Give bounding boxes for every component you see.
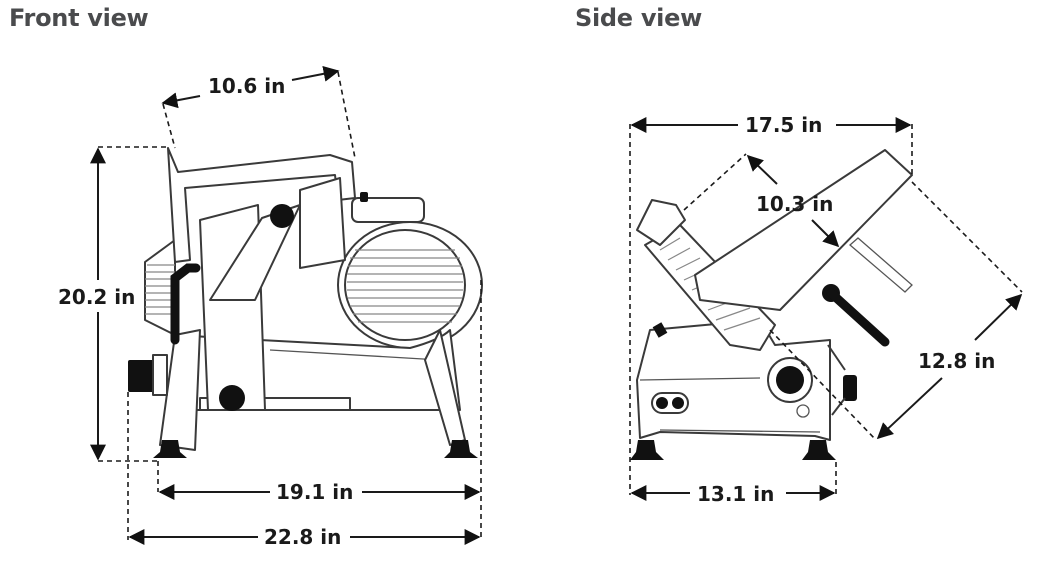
side-small-knob <box>843 375 857 401</box>
blade-disc <box>337 221 483 349</box>
side-view-drawing: 17.5 in 10.3 in 12.8 in 13.1 in <box>629 113 1023 506</box>
front-knob <box>219 204 294 411</box>
dim-base-depth: 13.1 in <box>697 482 774 506</box>
feet <box>153 440 478 458</box>
side-knob <box>128 360 156 392</box>
side-foot-right <box>802 440 836 460</box>
side-sharpener <box>636 199 686 246</box>
dim-overall-depth: 17.5 in <box>745 113 822 137</box>
side-foot-left <box>630 440 664 460</box>
dim-top-depth: 10.6 in <box>208 74 285 98</box>
thickness-knob <box>767 357 813 418</box>
front-view-drawing: 10.6 in 20.2 in 19.1 in 22.8 in <box>58 65 483 549</box>
dim-carriage-width: 10.3 in <box>756 192 833 216</box>
power-switch <box>651 392 689 414</box>
side-handle <box>822 284 890 347</box>
front-view-title: Front view <box>9 4 149 32</box>
carriage-tray <box>167 147 356 269</box>
carriage-handle <box>170 263 201 345</box>
sharpener <box>351 192 425 223</box>
dim-foot-width: 19.1 in <box>276 480 353 504</box>
carriage-column <box>199 204 301 411</box>
side-view-title: Side view <box>575 4 702 32</box>
dim-height: 20.2 in <box>58 285 135 309</box>
side-carriage-tray <box>694 149 913 311</box>
dim-carriage-length: 12.8 in <box>918 349 995 373</box>
dim-overall-width: 22.8 in <box>264 525 341 549</box>
